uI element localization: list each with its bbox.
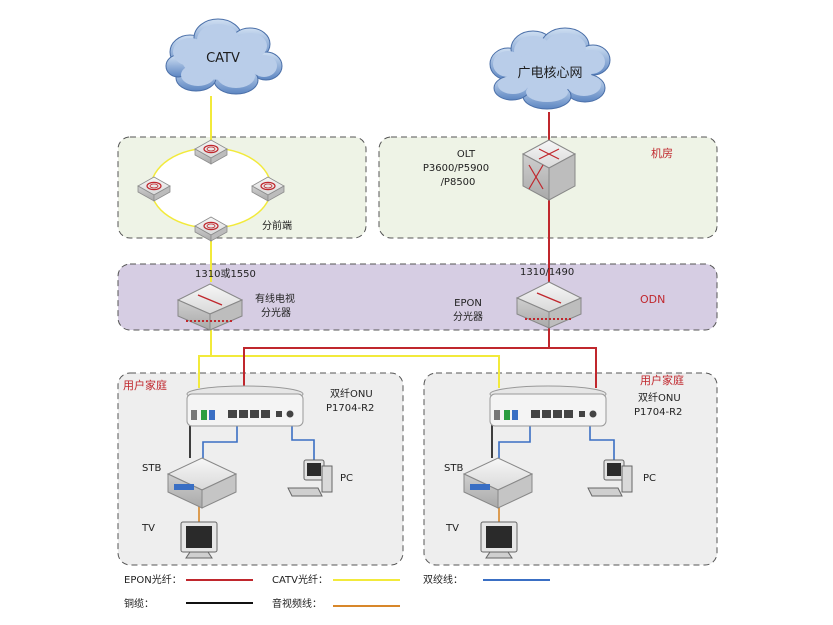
core-network-cloud: 广电核心网	[489, 27, 611, 110]
tv-left	[180, 521, 218, 559]
olt-label-line3: /P8500	[441, 177, 476, 188]
legend-av-line-label: 音视频线：	[272, 597, 322, 610]
legend: EPON光纤： CATV光纤： 双绞线： 铜缆： 音视频线：	[124, 573, 550, 610]
epon-splitter	[515, 281, 583, 329]
stb-left	[166, 457, 238, 509]
catv-splitter	[176, 283, 244, 331]
catv-wavelength-label: 1310或1550	[195, 268, 256, 280]
tv-right	[480, 521, 518, 559]
onu-right-label-line2: P1704-R2	[634, 407, 682, 418]
stb-right	[462, 457, 534, 509]
stb-right-label: STB	[444, 463, 463, 474]
core-network-cloud-label: 广电核心网	[517, 66, 582, 81]
onu-left	[186, 385, 304, 427]
catv-splitter-label-line2: 分光器	[261, 306, 291, 319]
pc-left-label: PC	[340, 473, 353, 484]
home-right-cabling	[491, 425, 615, 522]
odn-label: ODN	[640, 293, 665, 306]
machine-room-label: 机房	[651, 146, 673, 160]
olt-device	[521, 139, 577, 201]
catv-cloud: CATV	[165, 18, 283, 95]
tv-right-label: TV	[445, 523, 459, 534]
headend-label: 分前端	[262, 219, 292, 232]
pc-right	[587, 459, 633, 497]
pc-right-label: PC	[643, 473, 656, 484]
epon-wavelength-label: 1310/1490	[520, 267, 574, 278]
legend-epon-fiber-label: EPON光纤：	[124, 573, 182, 586]
onu-left-label-line2: P1704-R2	[326, 403, 374, 414]
home-left-label: 用户家庭	[123, 378, 167, 392]
epon-splitter-label-line1: EPON	[454, 298, 482, 309]
onu-right-label-line1: 双纤ONU	[638, 391, 681, 404]
home-right-label: 用户家庭	[640, 373, 684, 387]
onu-left-label-line1: 双纤ONU	[330, 387, 373, 400]
legend-twisted-pair-label: 双绞线：	[423, 573, 463, 586]
legend-copper-label: 铜缆：	[124, 597, 154, 610]
epon-fiber-lines	[243, 112, 597, 388]
legend-catv-fiber-label: CATV光纤：	[272, 573, 328, 586]
stb-left-label: STB	[142, 463, 161, 474]
olt-label-line2: P3600/P5900	[423, 163, 489, 174]
olt-label-line1: OLT	[457, 149, 476, 160]
catv-fiber-lines	[198, 96, 500, 388]
catv-cloud-label: CATV	[206, 51, 240, 66]
olt-label: OLT P3600/P5900 /P8500	[423, 149, 489, 188]
epon-splitter-label-line2: 分光器	[453, 310, 483, 323]
pc-left	[287, 459, 333, 497]
tv-left-label: TV	[141, 523, 155, 534]
home-left-cabling	[189, 425, 315, 522]
onu-right	[489, 385, 607, 427]
catv-splitter-label-line1: 有线电视	[255, 292, 295, 305]
